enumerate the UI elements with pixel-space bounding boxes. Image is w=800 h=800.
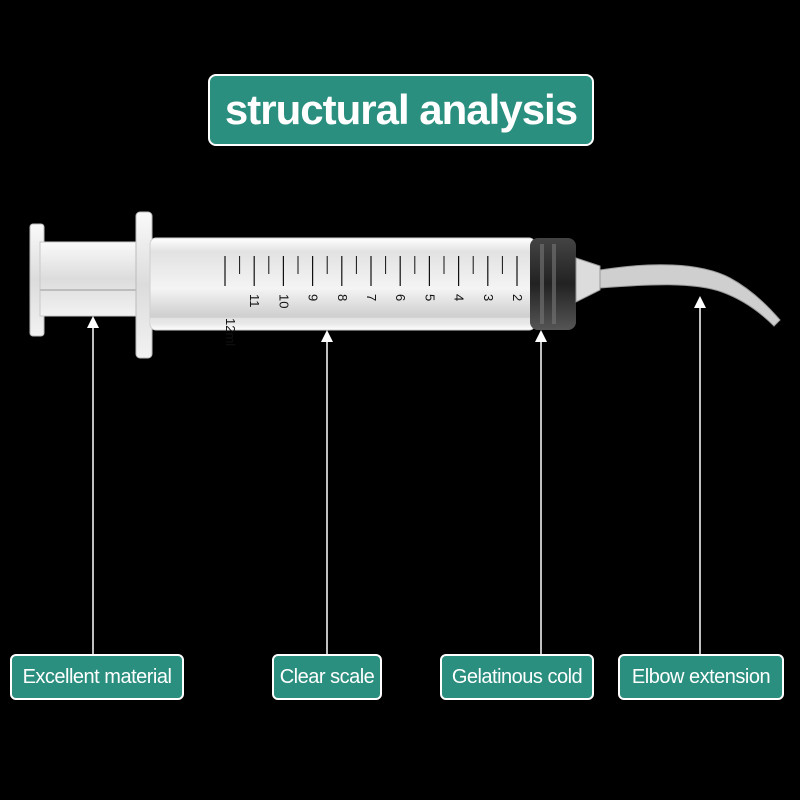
scale-number: 10 [276,294,291,308]
scale-ticks [224,256,518,286]
callout-excellent-material: Excellent material [10,654,184,700]
arrowhead-2 [321,330,333,342]
scale-numbers: 2 3 4 5 6 7 8 9 10 11 [247,294,525,308]
scale-number: 5 [422,294,437,301]
capacity-label: 12ml [223,318,238,346]
callout-clear-scale: Clear scale [272,654,382,700]
scale-number: 3 [481,294,496,301]
page-title: structural analysis [208,74,594,146]
scale-number: 8 [335,294,350,301]
arrowhead-4 [694,296,706,308]
callout-elbow-extension: Elbow extension [618,654,784,700]
scale-number: 6 [393,294,408,301]
syringe-barrel [149,237,536,331]
elbow-tip [599,264,781,327]
scale-number: 4 [452,294,467,301]
scale-number: 11 [247,294,262,308]
plunger-rod [39,241,151,317]
scale-number: 9 [306,294,321,301]
nozzle [575,257,601,303]
scale-number: 2 [510,294,525,301]
callout-gelatinous-cold: Gelatinous cold [440,654,594,700]
arrowhead-1 [87,316,99,328]
scale-number: 7 [364,294,379,301]
arrowhead-3 [535,330,547,342]
